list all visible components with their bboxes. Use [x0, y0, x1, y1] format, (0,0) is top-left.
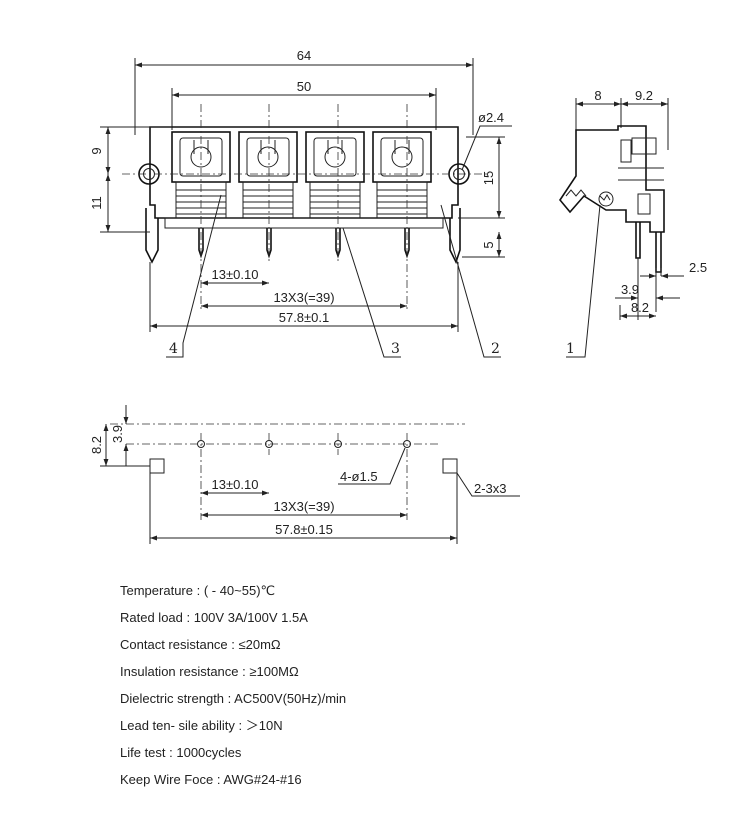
dim-hole-dia: ø2.4: [478, 110, 504, 125]
dim-fp-3-9: 3.9: [110, 425, 125, 443]
terminal-cells: [171, 131, 432, 219]
dim-overall-width: 64: [297, 48, 311, 63]
dim-pitch-span: 50: [297, 79, 311, 94]
dim-side-3-9: 3.9: [621, 282, 639, 297]
dim-h-lower: 11: [89, 196, 104, 210]
dim-fp-holes: 4-ø1.5: [340, 469, 378, 484]
spec-insulation-resistance: Insulation resistance : ≥100MΩ: [120, 664, 299, 679]
spec-dielectric-strength: Dielectric strength : AC500V(50Hz)/min: [120, 691, 347, 706]
spec-wire-gauge: Keep Wire Foce : AWG#24-#16: [120, 772, 302, 787]
spec-contact-resistance: Contact resistance : ≤20mΩ: [120, 637, 281, 652]
dim-pitch-total: 13X3(=39): [273, 290, 334, 305]
spec-lead-tensile: Lead ten- sile ability : ＞10N: [120, 718, 283, 733]
dim-side-8-2: 8.2: [631, 300, 649, 315]
dim-fp-8-2: 8.2: [89, 436, 104, 454]
spec-temperature: Temperature : ( - 40~55)℃: [120, 583, 276, 598]
dim-pitch: 13±0.10: [212, 267, 259, 282]
callout-2: 2: [491, 341, 500, 357]
dim-fp-base-width: 57.8±0.15: [275, 522, 333, 537]
spec-rated-load: Rated load : 100V 3A/100V 1.5A: [120, 610, 308, 625]
dim-base-width: 57.8±0.1: [279, 310, 330, 325]
spec-list: Temperature : ( - 40~55)℃ Rated load : 1…: [120, 580, 346, 796]
dim-fp-pitch-total: 13X3(=39): [273, 499, 334, 514]
dim-h-15: 15: [481, 171, 496, 185]
dim-side-8: 8: [594, 88, 601, 103]
dim-side-9-2: 9.2: [635, 88, 653, 103]
front-view: 64 50: [89, 48, 512, 358]
footprint-view: 8.2 3.9 4-ø1.5 2-3x3 13±0.10 13X3(=39) 5…: [89, 405, 520, 544]
callout-4: 4: [169, 341, 178, 357]
dim-h-upper: 9: [89, 147, 104, 154]
dim-side-2-5: 2.5: [689, 260, 707, 275]
side-view: 8 9.2 2.5 3.9 8.2 1: [559, 88, 707, 358]
dim-fp-slots: 2-3x3: [474, 481, 507, 496]
callout-1: 1: [566, 341, 575, 357]
callout-3: 3: [391, 341, 400, 357]
dim-fp-pitch: 13±0.10: [212, 477, 259, 492]
dim-h-5: 5: [481, 241, 496, 248]
spec-life-test: Life test : 1000cycles: [120, 745, 242, 760]
